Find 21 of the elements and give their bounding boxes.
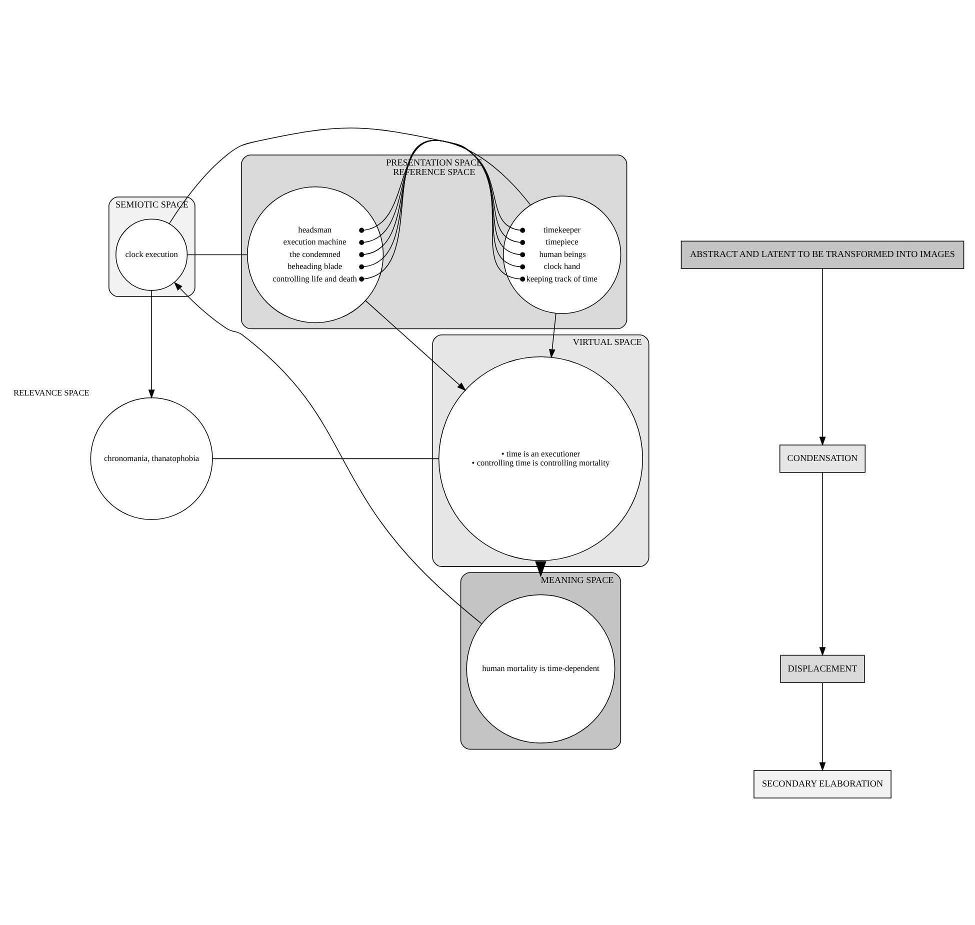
connector — [212, 458, 439, 459]
node-circle: timekeeper timepiece human beings clock hand keeping track of time — [502, 195, 621, 314]
arrow — [534, 560, 546, 577]
arrow — [548, 312, 556, 358]
connector — [168, 127, 530, 224]
arrow — [818, 268, 826, 446]
node-circle: headsman execution machine the condemned beheading blade controlling life and death — [246, 186, 384, 323]
connector — [186, 254, 248, 255]
node-box: ABSTRACT AND LATENT TO BE TRANSFORMED INTO IMAGES — [680, 240, 964, 268]
node-circle: human mortality is time-dependent — [466, 594, 615, 743]
arrow — [364, 300, 466, 390]
arrow — [818, 682, 826, 771]
node-circle: • time is an executioner • controlling time is controlling mortality — [438, 356, 642, 560]
node-label: RELEVANCE SPACE — [12, 388, 89, 397]
node-circle: chronomania, thanatophobia — [90, 396, 212, 520]
node-box: SECONDARY ELABORATION — [753, 770, 891, 798]
arrow — [148, 290, 154, 398]
arrow — [818, 472, 826, 656]
node-box: CONDENSATION — [778, 444, 866, 472]
arrow — [173, 281, 482, 624]
node-box: DISPLACEMENT — [780, 654, 864, 683]
